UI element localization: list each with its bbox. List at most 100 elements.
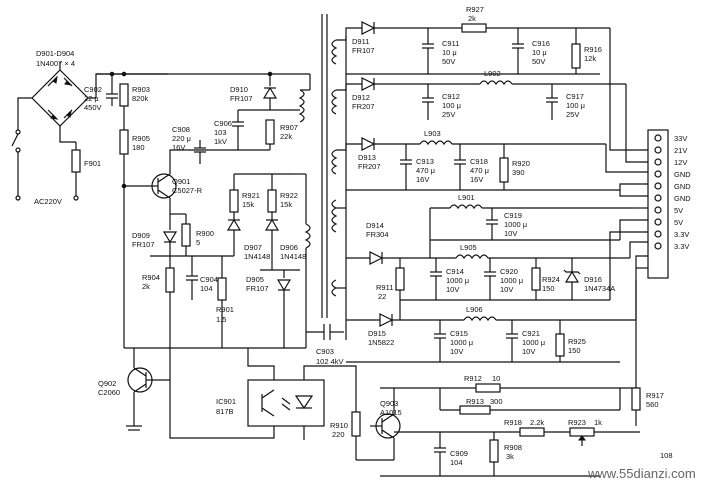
connector-pin-label: 3.3V xyxy=(674,242,689,251)
r908-name: R908 xyxy=(504,443,522,452)
connector-pin xyxy=(654,158,662,166)
q903-part: A1015 xyxy=(380,408,402,417)
primary-winding xyxy=(298,89,305,123)
r908-value: 3k xyxy=(506,452,514,461)
r907-value: 22k xyxy=(280,132,292,141)
c916-voltage: 50V xyxy=(532,57,545,66)
q901-name: Q901 xyxy=(172,177,190,186)
transformer xyxy=(321,14,338,318)
bridge-rectifier xyxy=(31,69,89,127)
c902-name: C902 xyxy=(84,85,102,94)
r916-name: R916 xyxy=(584,45,602,54)
inductor-l905 xyxy=(455,254,489,260)
ic901-name: IC901 xyxy=(216,397,236,406)
c913-voltage: 16V xyxy=(416,175,429,184)
r917-value: 560 xyxy=(646,400,659,409)
d909-name: D909 xyxy=(132,231,150,240)
zener-d916 xyxy=(564,270,580,283)
resistor-r911 xyxy=(395,267,405,291)
resistor-r917 xyxy=(631,387,641,411)
c919-value: 1000 μ xyxy=(504,220,527,229)
c902-voltage: 450V xyxy=(84,103,102,112)
r921-value: 15k xyxy=(242,200,254,209)
resistor-r910 xyxy=(351,411,361,437)
connector-pin-label: 33V xyxy=(674,134,687,143)
resistor-r912 xyxy=(475,383,501,393)
r907-name: R907 xyxy=(280,123,298,132)
c908-voltage: 16V xyxy=(172,143,185,152)
inductor-l901 xyxy=(449,204,483,210)
connector-pin-label: GND xyxy=(674,194,691,203)
c917-name: C917 xyxy=(566,92,584,101)
q903-name: Q903 xyxy=(380,399,398,408)
c909-name: C909 xyxy=(450,449,468,458)
c915-name: C915 xyxy=(450,329,468,338)
l905-name: L905 xyxy=(460,243,477,252)
c908-value: 220 μ xyxy=(172,134,191,143)
c904-name: C904 xyxy=(200,275,218,284)
d915-part: 1N5822 xyxy=(368,338,394,347)
power-switch xyxy=(15,147,21,153)
r922-value: 15k xyxy=(280,200,292,209)
r920-name: R920 xyxy=(512,159,530,168)
feedback-winding xyxy=(304,223,311,249)
c903-value: 102 4kV xyxy=(316,357,344,366)
ac-input-label: AC220V xyxy=(34,197,62,206)
resistor-r922 xyxy=(267,189,277,213)
optocoupler-ic901 xyxy=(247,379,325,427)
r917-name: R917 xyxy=(646,391,664,400)
connector-pin xyxy=(654,230,662,238)
primary-section: C902 22 μ 450V R903 820k R905 180 Q901 C… xyxy=(84,71,357,440)
watermark: www.55dianzi.com xyxy=(587,466,696,481)
resistor-r903 xyxy=(119,83,129,107)
connector-pin xyxy=(654,194,662,202)
d905-name: D905 xyxy=(246,275,264,284)
r927-value: 2k xyxy=(468,14,476,23)
d906-name: D906 xyxy=(280,243,298,252)
d914-name: D914 xyxy=(366,221,384,230)
connector-pin xyxy=(654,182,662,190)
r910-name: R910 xyxy=(330,421,348,430)
r911-name: R911 xyxy=(376,283,393,292)
d914-part: FR304 xyxy=(366,230,389,239)
resistor-r907 xyxy=(265,119,275,145)
r921-name: R921 xyxy=(242,191,260,200)
c912-value: 100 μ xyxy=(442,101,461,110)
potentiometer-r923 xyxy=(569,427,595,437)
l903-name: L903 xyxy=(424,129,441,138)
input-section: D901-D904 1N4007 × 4 F901 AC220V xyxy=(11,49,168,206)
winding-aux xyxy=(331,279,338,297)
r913-value: 300 xyxy=(490,397,503,406)
q902-name: Q902 xyxy=(98,379,116,388)
r923-name: R923 xyxy=(568,418,586,427)
d913-part: FR207 xyxy=(358,162,381,171)
c913-value: 470 μ xyxy=(416,166,435,175)
c906-voltage: 1kV xyxy=(214,137,227,146)
fuse-label: F901 xyxy=(84,159,101,168)
resistor-r920 xyxy=(499,157,509,183)
resistor-r916 xyxy=(571,43,581,69)
l906-name: L906 xyxy=(466,305,483,314)
d907-part: 1N4148 xyxy=(244,252,270,261)
c919-name: C919 xyxy=(504,211,522,220)
winding-12v xyxy=(331,89,338,115)
r903-name: R903 xyxy=(132,85,150,94)
resistor-r905 xyxy=(119,129,129,155)
footer-fragment: 108 xyxy=(660,451,673,460)
c919-voltage: 10V xyxy=(504,229,517,238)
connector-pin xyxy=(654,218,662,226)
d906-part: 1N4148 xyxy=(280,252,306,261)
c914-name: C914 xyxy=(446,267,464,276)
c917-voltage: 25V xyxy=(566,110,579,119)
secondary-section: D911 FR107 R927 2k C911 10 μ 50V C916 10… xyxy=(330,5,664,477)
c913-name: C913 xyxy=(416,157,434,166)
c914-voltage: 10V xyxy=(446,285,459,294)
r916-value: 12k xyxy=(584,54,596,63)
c921-voltage: 10V xyxy=(522,347,535,356)
d905-part: FR107 xyxy=(246,284,269,293)
r905-value: 180 xyxy=(132,143,145,152)
resistor-r925 xyxy=(555,333,565,357)
l902-name: L902 xyxy=(484,69,501,78)
c904-value: 104 xyxy=(200,284,213,293)
